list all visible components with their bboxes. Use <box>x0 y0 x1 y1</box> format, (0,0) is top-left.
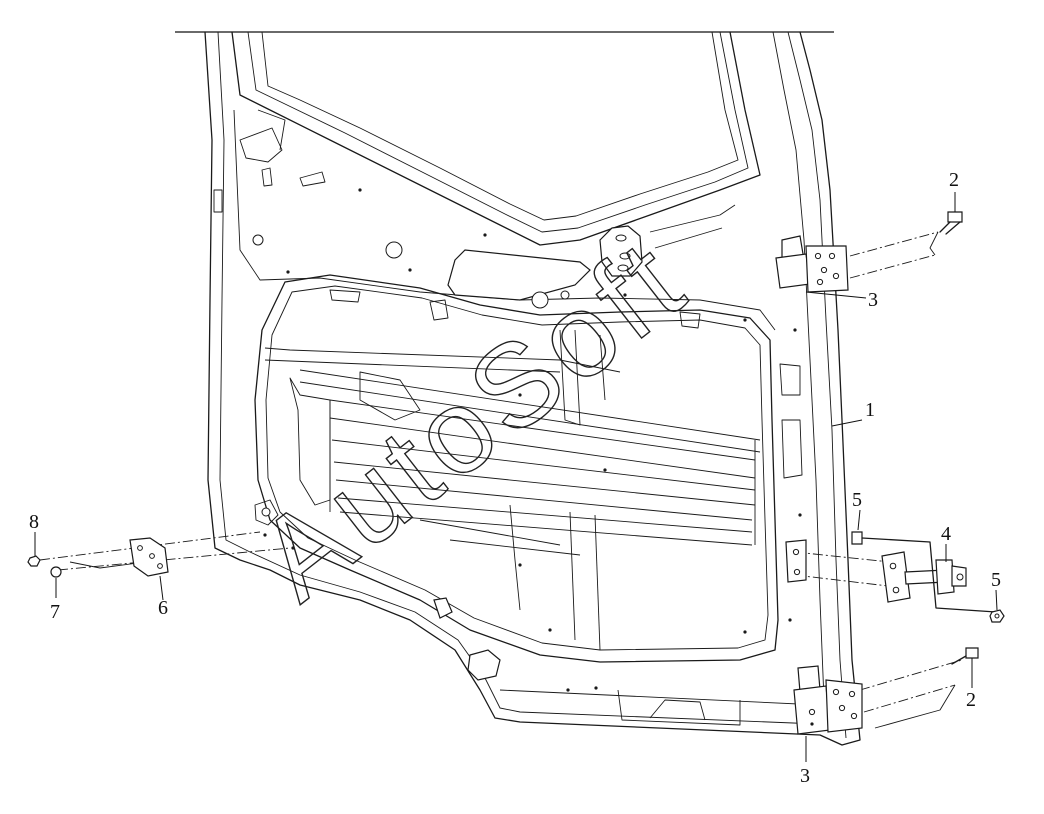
upper-hinge-bolt <box>939 211 963 235</box>
lower-hinge-bolt <box>951 647 979 665</box>
striker-bracket <box>39 531 291 577</box>
callout-2-top: 2 <box>949 169 959 191</box>
door-check-nut-right <box>989 609 1005 623</box>
striker-nut <box>50 566 62 578</box>
callout-7: 7 <box>50 601 60 623</box>
striker-bolt <box>27 555 41 567</box>
lower-hinge <box>793 659 963 735</box>
callout-3-top: 3 <box>868 289 878 311</box>
callout-8: 8 <box>29 511 39 533</box>
regulator-rails <box>264 329 761 651</box>
callout-1: 1 <box>865 399 875 421</box>
callout-labels: 1 2 3 8 7 6 5 4 5 2 3 <box>29 169 1001 787</box>
door-check-strap <box>785 539 967 603</box>
callout-4: 4 <box>941 523 951 545</box>
upper-hinge <box>775 231 939 293</box>
callout-6: 6 <box>158 597 168 619</box>
callout-5-right: 5 <box>991 569 1001 591</box>
callout-3-bottom: 3 <box>800 765 810 787</box>
callout-2-bottom: 2 <box>966 689 976 711</box>
door-panel <box>204 31 861 746</box>
door-check-bolt-top <box>851 531 997 613</box>
callout-5-top: 5 <box>852 489 862 511</box>
leader-lines <box>34 192 998 762</box>
